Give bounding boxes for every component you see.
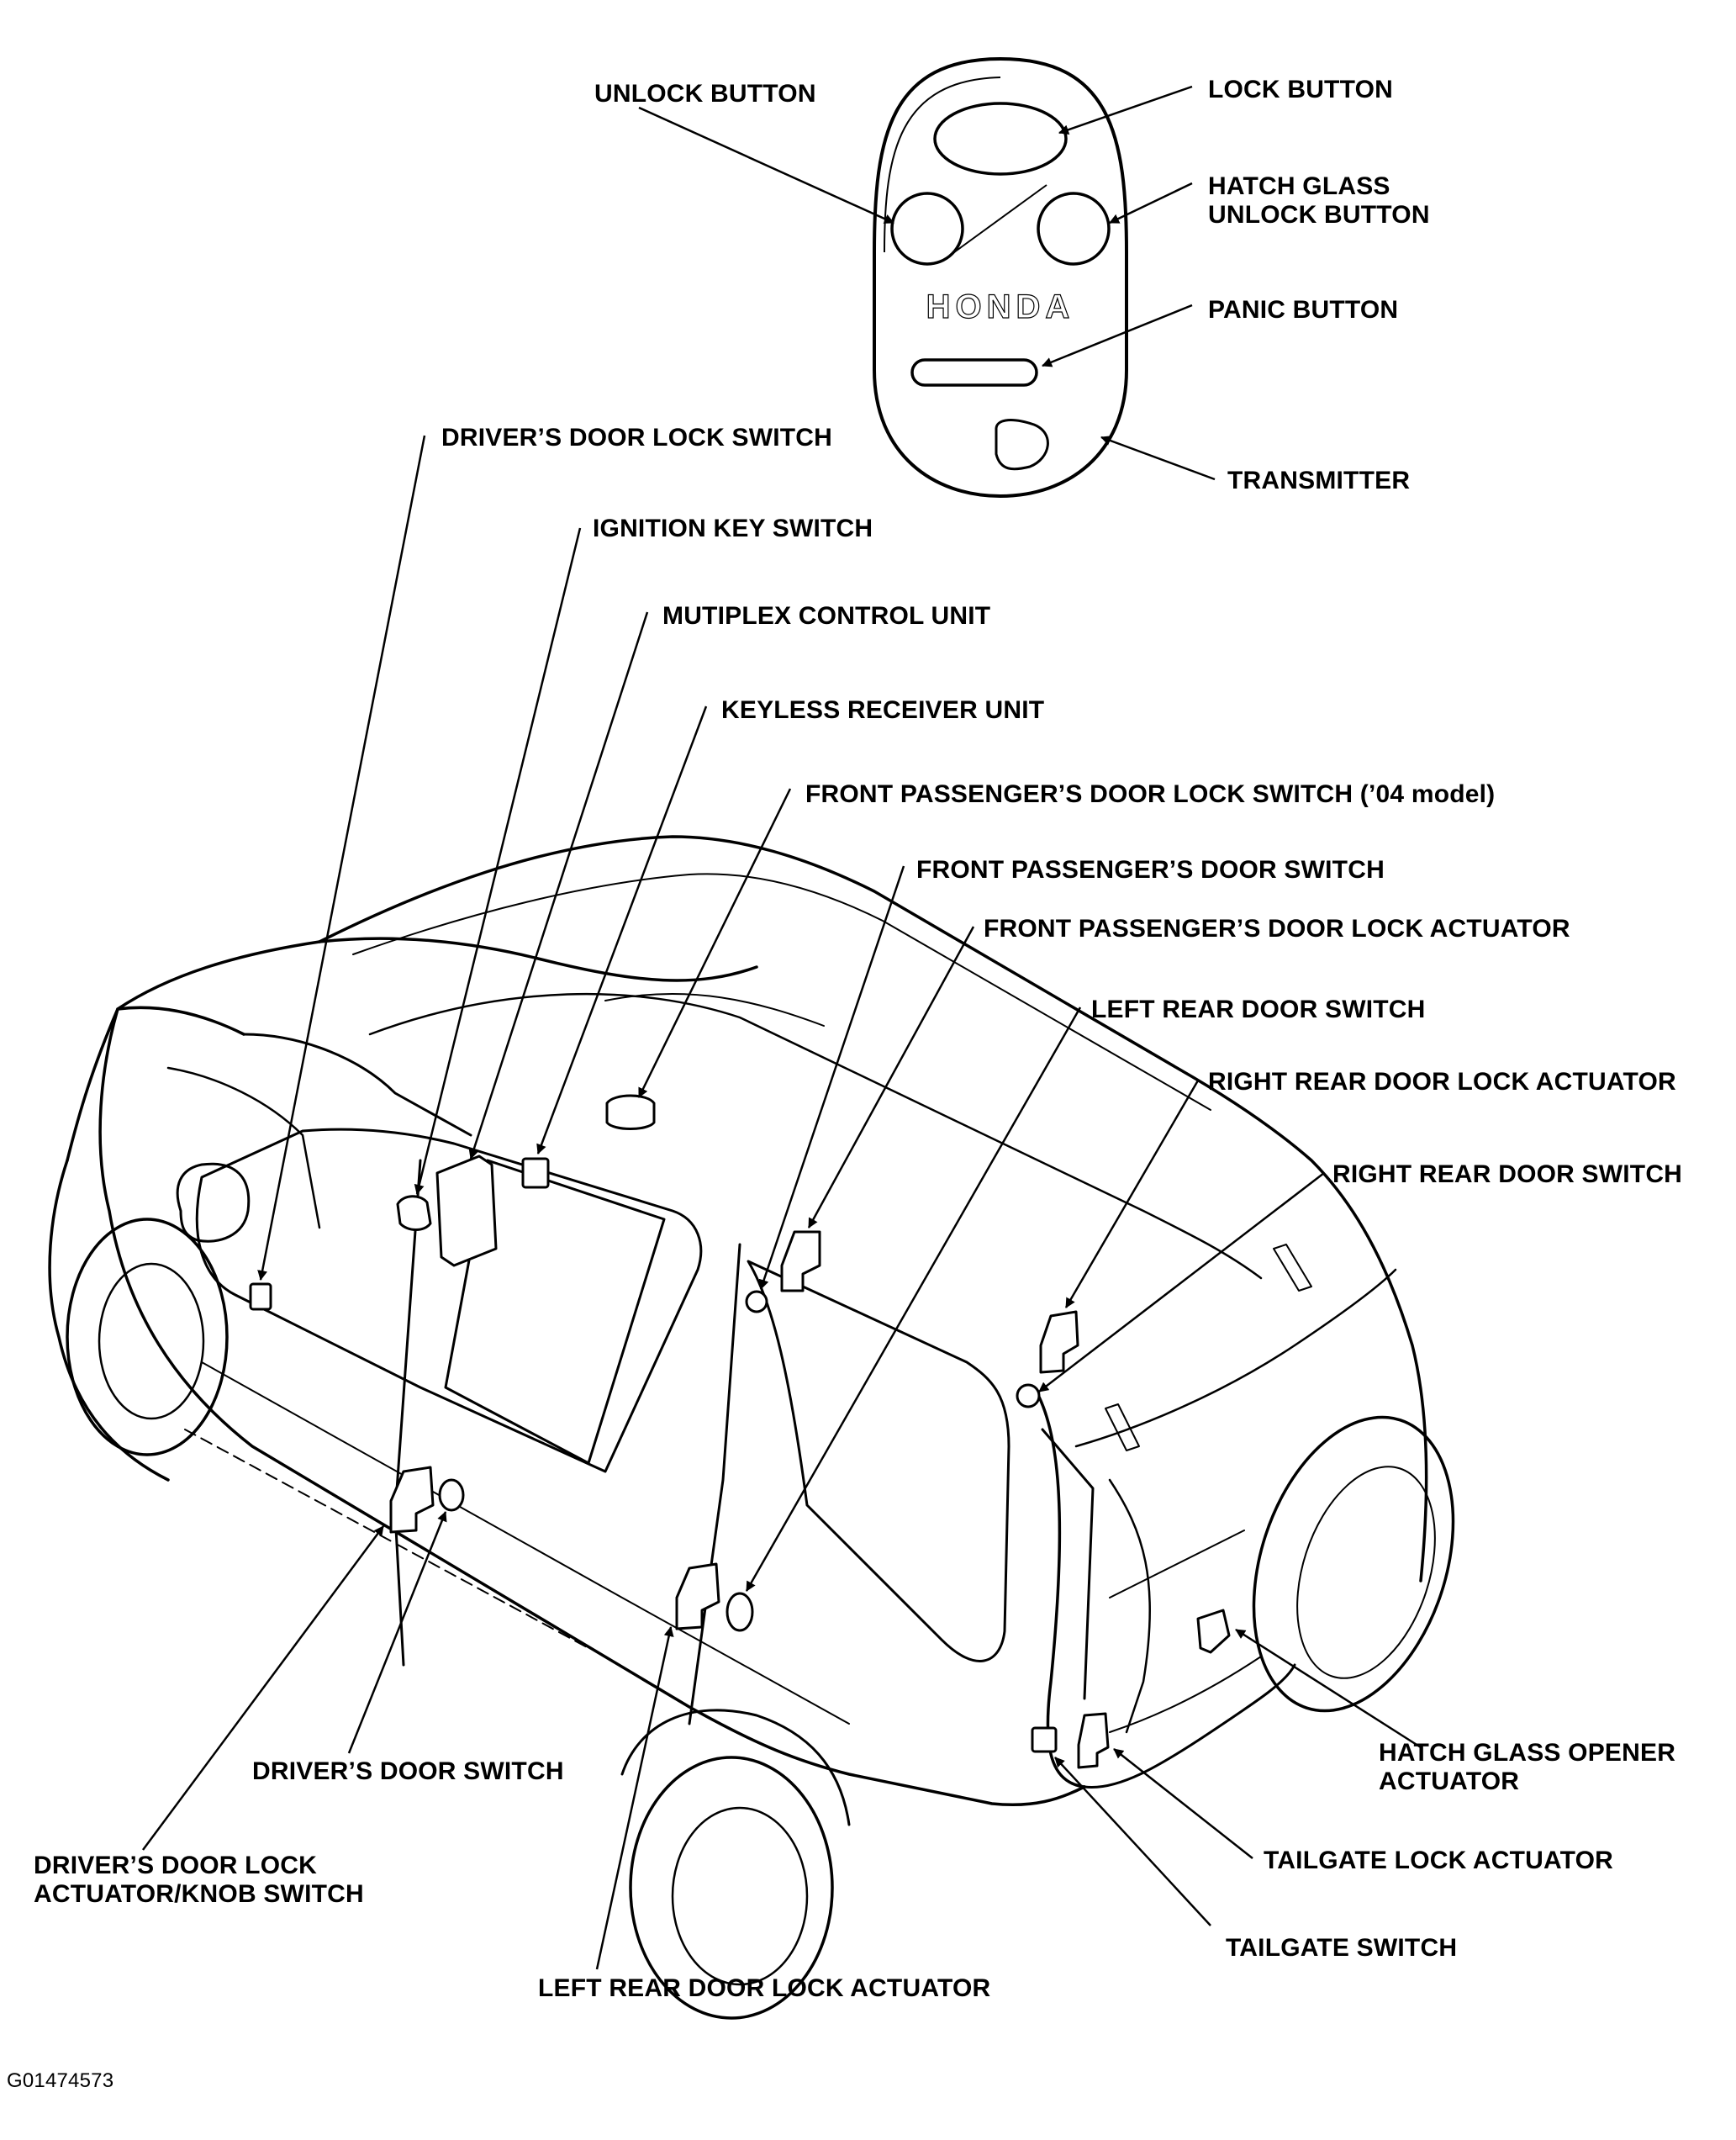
- lock-button-shape: [933, 102, 1068, 176]
- front-passengers-door-lock-actuator-part: [780, 1230, 821, 1292]
- leader-tailgate-switch: [1054, 1757, 1211, 1926]
- leader-transmitter: [1100, 436, 1216, 481]
- leader-lines: [141, 85, 1422, 1970]
- label-hatch-glass-unlock-button: HATCH GLASS UNLOCK BUTTON: [1208, 172, 1430, 230]
- leader-left-rear-door-switch: [745, 1007, 1082, 1592]
- hatch-glass-unlock-button-shape: [1037, 192, 1111, 266]
- hatch-glass-opener-actuator-part: [1196, 1609, 1231, 1654]
- honda-logo: HONDA: [926, 288, 1075, 325]
- leader-tailgate-lock-actuator: [1113, 1748, 1253, 1859]
- leader-front-passengers-door-switch: [758, 865, 905, 1290]
- label-hatch-glass-unlock-button-line2: UNLOCK BUTTON: [1208, 201, 1430, 229]
- left-rear-door-lock-actuator-part: [675, 1562, 720, 1630]
- label-tailgate-lock-actuator: TAILGATE LOCK ACTUATOR: [1264, 1847, 1614, 1874]
- label-hatch-glass-unlock-button-line1: HATCH GLASS: [1208, 172, 1390, 200]
- drivers-door-switch-part: [438, 1478, 465, 1512]
- components: [249, 1094, 1231, 1769]
- label-transmitter: TRANSMITTER: [1227, 467, 1411, 494]
- keyless-receiver-unit-part: [521, 1157, 550, 1189]
- label-panic-button: PANIC BUTTON: [1208, 296, 1399, 324]
- transmitter-body: [873, 56, 1128, 499]
- leader-front-passengers-door-lock-switch: [637, 788, 792, 1098]
- label-drivers-door-lock-actuator-knob-switch: DRIVER’S DOOR LOCK ACTUATOR/KNOB SWITCH: [34, 1852, 364, 1909]
- label-left-rear-door-lock-actuator: LEFT REAR DOOR LOCK ACTUATOR: [538, 1974, 991, 2002]
- label-hatch-glass-opener-line1: HATCH GLASS OPENER: [1379, 1739, 1676, 1767]
- unlock-button-shape: [890, 192, 964, 266]
- figure-id: G01474573: [7, 2069, 114, 2092]
- tailgate-lock-actuator-part: [1077, 1712, 1110, 1769]
- tailgate-switch-part: [1031, 1726, 1058, 1753]
- leader-left-rear-door-lock-actuator: [595, 1626, 674, 1970]
- drivers-door-lock-switch-part: [249, 1282, 272, 1311]
- leader-panic-button: [1042, 304, 1193, 367]
- label-drivers-door-lock-actuator-line2: ACTUATOR/KNOB SWITCH: [34, 1880, 364, 1908]
- left-rear-door-switch-part: [726, 1592, 754, 1632]
- leader-right-rear-door-lock-actuator: [1064, 1080, 1200, 1308]
- transmitter-fob: [873, 56, 1128, 499]
- leader-front-passengers-door-lock-actuator: [807, 926, 975, 1229]
- leader-keyless-receiver-unit: [536, 705, 708, 1155]
- leader-hatch-glass-unlock-button: [1109, 182, 1193, 225]
- right-rear-door-lock-actuator-part: [1039, 1310, 1079, 1374]
- transmitter-keyring-tab: [995, 419, 1049, 471]
- leader-right-rear-door-switch: [1038, 1172, 1325, 1392]
- leader-lock-button: [1058, 85, 1193, 135]
- label-drivers-door-switch: DRIVER’S DOOR SWITCH: [252, 1757, 564, 1785]
- leader-ignition-key-switch: [414, 527, 582, 1195]
- label-front-passengers-door-lock-switch: FRONT PASSENGER’S DOOR LOCK SWITCH (’04 …: [805, 780, 1496, 808]
- label-front-passengers-door-switch: FRONT PASSENGER’S DOOR SWITCH: [916, 856, 1385, 884]
- label-drivers-door-lock-actuator-line1: DRIVER’S DOOR LOCK: [34, 1852, 317, 1879]
- leader-hatch-glass-opener-actuator: [1235, 1628, 1422, 1749]
- label-drivers-door-lock-switch: DRIVER’S DOOR LOCK SWITCH: [441, 424, 833, 452]
- leader-drivers-door-lock-actuator: [141, 1525, 385, 1851]
- label-hatch-glass-opener-line2: ACTUATOR: [1379, 1767, 1520, 1795]
- label-right-rear-door-lock-actuator: RIGHT REAR DOOR LOCK ACTUATOR: [1208, 1068, 1676, 1096]
- label-right-rear-door-switch: RIGHT REAR DOOR SWITCH: [1332, 1160, 1683, 1188]
- leader-drivers-door-switch: [347, 1511, 447, 1754]
- front-passengers-door-lock-switch-part: [605, 1094, 656, 1130]
- leader-drivers-door-lock-switch: [257, 435, 426, 1281]
- front-passengers-door-switch-part: [745, 1290, 768, 1313]
- multiplex-control-unit-part: [435, 1155, 498, 1267]
- leader-unlock-button: [638, 106, 894, 225]
- label-ignition-key-switch: IGNITION KEY SWITCH: [593, 515, 873, 542]
- right-rear-door-switch-part: [1016, 1383, 1041, 1408]
- label-keyless-receiver-unit: KEYLESS RECEIVER UNIT: [721, 696, 1045, 724]
- leader-multiplex-control-unit: [468, 611, 649, 1160]
- label-front-passengers-door-lock-actuator: FRONT PASSENGER’S DOOR LOCK ACTUATOR: [984, 915, 1570, 943]
- label-hatch-glass-opener-actuator: HATCH GLASS OPENER ACTUATOR: [1379, 1739, 1675, 1796]
- label-unlock-button: UNLOCK BUTTON: [594, 80, 816, 108]
- label-multiplex-control-unit: MUTIPLEX CONTROL UNIT: [662, 602, 991, 630]
- label-left-rear-door-switch: LEFT REAR DOOR SWITCH: [1091, 996, 1426, 1023]
- panic-button-shape: [910, 358, 1038, 387]
- ignition-key-switch-part: [396, 1195, 432, 1231]
- label-lock-button: LOCK BUTTON: [1208, 76, 1393, 103]
- drivers-door-lock-actuator-part: [389, 1466, 435, 1534]
- label-tailgate-switch: TAILGATE SWITCH: [1226, 1934, 1458, 1962]
